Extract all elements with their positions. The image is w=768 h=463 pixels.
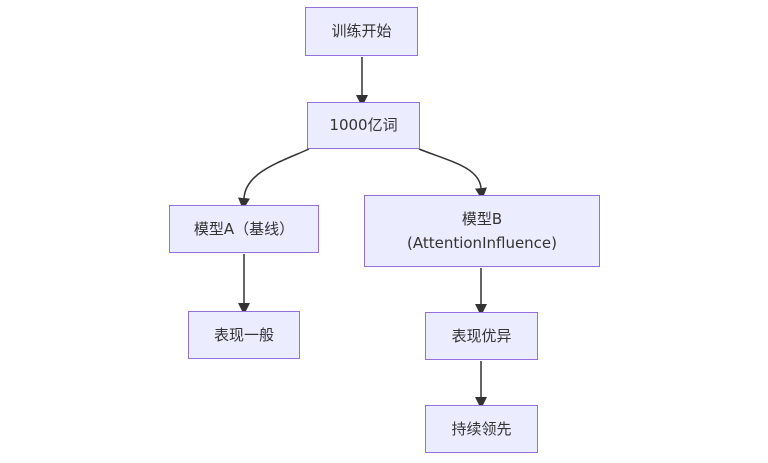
node-result-average: 表现一般 xyxy=(188,311,300,359)
node-model-b-label-line2: (AttentionInfluence) xyxy=(406,234,558,252)
node-model-a-baseline: 模型A（基线） xyxy=(169,205,319,253)
node-train-start-label: 训练开始 xyxy=(331,22,392,41)
edge-corpus-to-model-b xyxy=(418,148,487,200)
node-model-b-label-line1: 模型B xyxy=(461,210,503,228)
node-keeps-leading-label: 持续领先 xyxy=(451,419,512,438)
node-train-start: 训练开始 xyxy=(305,7,418,56)
node-keeps-leading: 持续领先 xyxy=(425,405,538,453)
node-corpus-100b-words: 1000亿词 xyxy=(307,102,420,149)
node-result-excellent-label: 表现优异 xyxy=(451,326,512,345)
node-result-excellent: 表现优异 xyxy=(425,312,538,360)
node-corpus-label: 1000亿词 xyxy=(329,116,398,135)
edge-corpus-to-model-a xyxy=(238,148,310,210)
node-model-b-attention-influence: 模型B (AttentionInfluence) xyxy=(364,195,600,267)
node-model-a-label: 模型A（基线） xyxy=(193,219,295,238)
node-result-average-label: 表现一般 xyxy=(213,325,274,344)
